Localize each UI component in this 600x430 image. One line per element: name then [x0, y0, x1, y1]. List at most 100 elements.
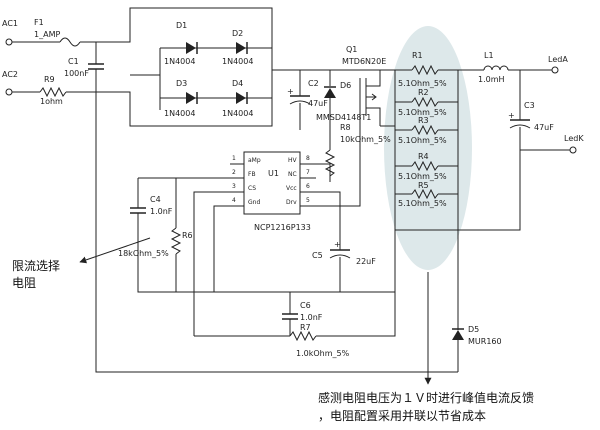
f1-label: F1: [34, 18, 44, 27]
d3-label: D3: [176, 79, 187, 88]
c1-value: 100nF: [64, 69, 89, 78]
r5-value: 5.1Ohm_5%: [398, 199, 447, 208]
ac1-label: AC1: [2, 19, 18, 28]
pin-fb-label: FB: [248, 171, 256, 178]
annotation-left-line2: 电阻: [12, 276, 36, 290]
l1-value: 1.0mH: [478, 75, 505, 84]
diode-d6: [324, 88, 336, 98]
r2-value: 5.1Ohm_5%: [398, 108, 447, 117]
diode-d3: [186, 92, 196, 104]
ledk-label: LedK: [564, 134, 584, 143]
diode-d5: [452, 330, 464, 340]
r3-label: R3: [418, 116, 429, 125]
d1-value: 1N4004: [164, 57, 195, 66]
r4-label: R4: [418, 152, 429, 161]
r9-label: R9: [44, 75, 55, 84]
q1-value: MTD6N20E: [342, 57, 386, 66]
d2-value: 1N4004: [222, 57, 253, 66]
sense-resistor-highlight: [384, 26, 472, 270]
resistor-r6: [170, 227, 182, 255]
c3-plus: +: [508, 111, 515, 120]
pin-gnd-label: Gnd: [248, 199, 260, 206]
resistor-r5: [411, 188, 439, 200]
u1-part: NCP1216P133: [254, 223, 311, 232]
leda-label: LedA: [548, 55, 568, 64]
ac2-terminal[interactable]: [5, 88, 13, 96]
diode-d1: [186, 42, 196, 54]
r6-label: R6: [182, 231, 193, 240]
d6-label: D6: [340, 81, 351, 90]
c6-value: 1.0nF: [300, 313, 323, 322]
r6-value: 18kOhm_5%: [118, 249, 169, 258]
f1-value: 1_AMP: [34, 30, 60, 39]
pin-1-number: 1: [232, 155, 236, 162]
resistor-r2: [411, 96, 439, 108]
c4-value: 1.0nF: [150, 207, 173, 216]
resistor-r4: [411, 160, 439, 172]
u1-label: U1: [268, 169, 279, 178]
annotation-left-line1: 限流选择: [12, 259, 60, 273]
c1-label: C1: [68, 57, 79, 66]
c5-label: C5: [312, 251, 323, 260]
d4-value: 1N4004: [222, 109, 253, 118]
r3-value: 5.1Ohm_5%: [398, 136, 447, 145]
c3-value: 47uF: [534, 123, 554, 132]
resistor-r8: [324, 149, 336, 177]
pin-adj-label: aMp: [248, 157, 261, 164]
pin-8-number: 8: [306, 155, 310, 162]
r9-value: 1ohm: [40, 97, 63, 106]
pin-vcc-label: Vcc: [286, 185, 297, 192]
pin-5-number: 5: [306, 197, 310, 204]
c2-value: 47uF: [308, 99, 328, 108]
resistor-r3: [411, 124, 439, 136]
r5-label: R5: [418, 181, 429, 190]
pin-6-number: 6: [306, 183, 310, 190]
annotation-bottom-line1: 感测电阻电压为１Ｖ时进行峰值电流反馈: [318, 390, 534, 405]
ic-u1: [243, 151, 301, 215]
inductor-l1: [483, 65, 509, 71]
c2-plus: +: [287, 87, 294, 96]
c4-label: C4: [150, 195, 161, 204]
c3-label: C3: [524, 101, 535, 110]
c2-label: C2: [308, 79, 319, 88]
r8-label: R8: [340, 123, 351, 132]
q1-label: Q1: [346, 45, 357, 54]
pin-2-number: 2: [232, 169, 236, 176]
c5-value: 22uF: [356, 257, 376, 266]
d4-label: D4: [232, 79, 243, 88]
resistor-r1: [411, 64, 439, 76]
d3-value: 1N4004: [164, 109, 195, 118]
ac2-label: AC2: [2, 70, 18, 79]
diode-d4: [236, 92, 246, 104]
fuse-f1: [59, 37, 81, 47]
c6-label: C6: [300, 301, 311, 310]
d2-label: D2: [232, 29, 243, 38]
pin-cs-label: CS: [248, 185, 256, 192]
d5-value: MUR160: [468, 337, 502, 346]
r7-label: R7: [300, 323, 311, 332]
leda-terminal[interactable]: [551, 66, 559, 74]
r8-value: 10kOhm_5%: [340, 135, 391, 144]
d1-label: D1: [176, 21, 187, 30]
pin-nc-label: NC: [288, 171, 297, 178]
resistor-r7: [289, 330, 317, 342]
ac1-terminal[interactable]: [5, 38, 13, 46]
d5-label: D5: [468, 325, 479, 334]
r4-value: 5.1Ohm_5%: [398, 172, 447, 181]
r7-value: 1.0kOhm_5%: [296, 349, 350, 358]
d6-value: MMSD4148T1: [316, 113, 371, 122]
annotation-bottom-line2: ，电阻配置采用并联以节省成本: [318, 409, 486, 423]
pin-drv-label: Drv: [286, 199, 297, 206]
pin-3-number: 3: [232, 183, 236, 190]
ledk-terminal[interactable]: [569, 146, 577, 154]
r1-label: R1: [412, 51, 423, 60]
diode-d2: [236, 42, 246, 54]
pin-hv-label: HV: [288, 157, 298, 164]
l1-label: L1: [484, 51, 494, 60]
resistor-r9: [39, 86, 67, 98]
annotation-arrow-left: [79, 237, 151, 264]
pin-4-number: 4: [232, 197, 236, 204]
pin-7-number: 7: [306, 169, 310, 176]
c5-plus: +: [334, 240, 341, 249]
